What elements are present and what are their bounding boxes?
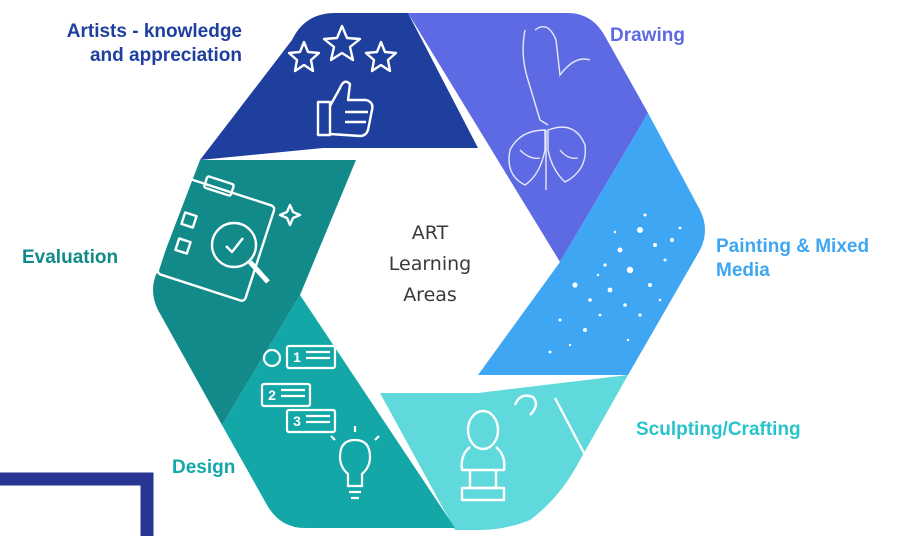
label-design: Design	[172, 456, 235, 480]
label-evaluation-line-1: Evaluation	[22, 247, 119, 268]
bust-sculpture-icon	[460, 394, 587, 502]
step-number-3: 3	[293, 413, 301, 429]
label-artists-line-1: Artists - knowledge	[66, 21, 242, 42]
label-painting: Painting & Mixed Media	[716, 235, 869, 283]
label-artists: Artists - knowledge and appreciation	[20, 20, 242, 68]
label-drawing-line-1: Drawing	[610, 25, 685, 46]
segment-evaluation	[153, 160, 356, 425]
segment-artists	[200, 13, 478, 160]
hand-drawing-butterfly-icon	[508, 26, 591, 190]
label-painting-line-1: Painting & Mixed	[716, 236, 870, 257]
center-title-line-2: Learning	[388, 253, 472, 275]
stars-thumbs-up-icon	[287, 24, 398, 138]
label-sculpting-line-1: Sculpting/Crafting	[636, 419, 801, 440]
segment-drawing	[408, 13, 648, 262]
center-title-line-1: ART	[411, 222, 449, 244]
segment-design	[222, 295, 455, 528]
clipboard-magnifier-icon	[156, 175, 302, 302]
label-design-line-1: Design	[172, 457, 236, 478]
corner-bracket	[0, 472, 154, 536]
paint-splatter-icon	[548, 213, 682, 354]
step-number-2: 2	[268, 387, 276, 403]
label-sculpting: Sculpting/Crafting	[636, 418, 801, 442]
segment-sculpting	[380, 375, 628, 530]
label-painting-line-2: Media	[716, 260, 770, 281]
label-drawing: Drawing	[610, 24, 685, 48]
step-number-1: 1	[293, 349, 301, 365]
center-title: ART Learning Areas	[355, 218, 505, 311]
label-evaluation: Evaluation	[22, 246, 118, 270]
label-artists-line-2: and appreciation	[89, 45, 242, 66]
numbered-steps-lightbulb-icon	[260, 344, 380, 500]
center-title-line-3: Areas	[403, 284, 457, 306]
segment-painting	[478, 113, 705, 375]
